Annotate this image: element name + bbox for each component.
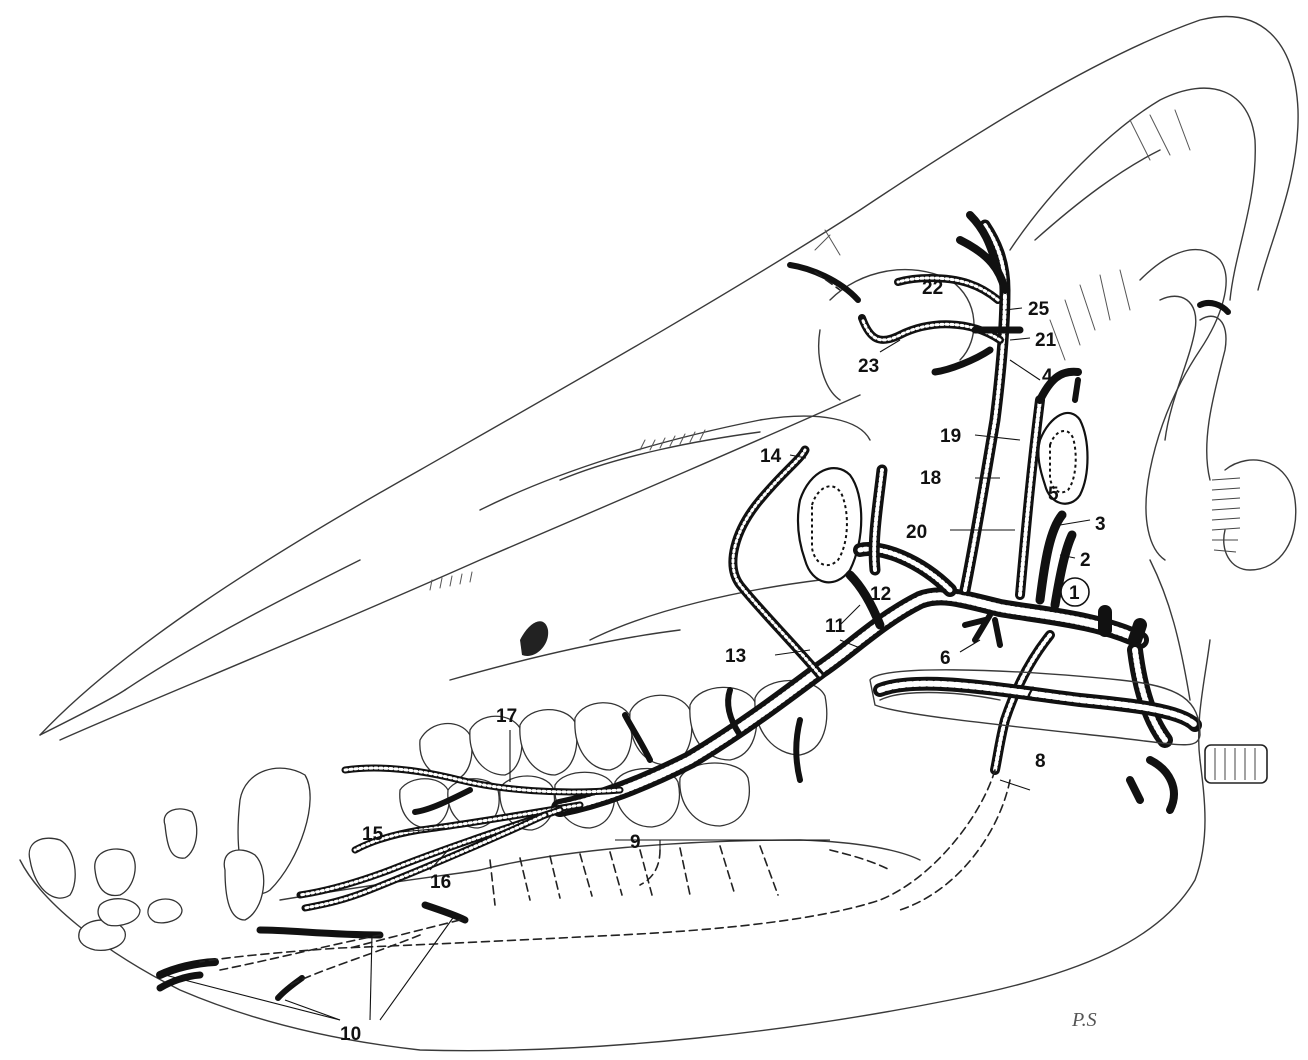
label-21: 21 [1035, 330, 1057, 351]
supraorbital-vessel [790, 230, 858, 300]
label-15: 15 [362, 824, 384, 845]
label-18: 18 [920, 468, 941, 489]
artist-signature: P.S [1071, 1009, 1097, 1031]
label-14: 14 [760, 446, 782, 467]
label-13: 13 [725, 646, 746, 667]
label-5: 5 [1048, 484, 1059, 505]
label-9: 9 [630, 832, 641, 853]
label-10: 10 [340, 1024, 361, 1045]
label-1: 1 [1069, 583, 1080, 604]
leader-lines [165, 308, 1090, 1020]
label-19: 19 [940, 426, 961, 447]
label-23: 23 [858, 356, 879, 377]
label-16: 16 [430, 872, 451, 893]
arteries [160, 215, 1228, 998]
label-4: 4 [1042, 366, 1053, 387]
teeth [29, 680, 827, 950]
label-12: 12 [870, 584, 891, 605]
label-7: 7 [1024, 684, 1035, 705]
label-17: 17 [496, 706, 517, 727]
branch-6 [965, 615, 1000, 645]
label-8: 8 [1035, 751, 1046, 772]
labels: 1 2 3 4 5 6 7 8 9 10 11 12 13 14 15 16 1… [340, 278, 1106, 1045]
label-22: 22 [922, 278, 943, 299]
label-3: 3 [1095, 514, 1106, 535]
mental-branches [160, 905, 465, 998]
label-11: 11 [825, 616, 846, 637]
skull-outline [20, 17, 1298, 1051]
label-6: 6 [940, 648, 951, 669]
branch-7 [995, 635, 1050, 770]
label-25: 25 [1028, 299, 1050, 320]
label-2: 2 [1080, 550, 1091, 571]
label-20: 20 [906, 522, 927, 543]
